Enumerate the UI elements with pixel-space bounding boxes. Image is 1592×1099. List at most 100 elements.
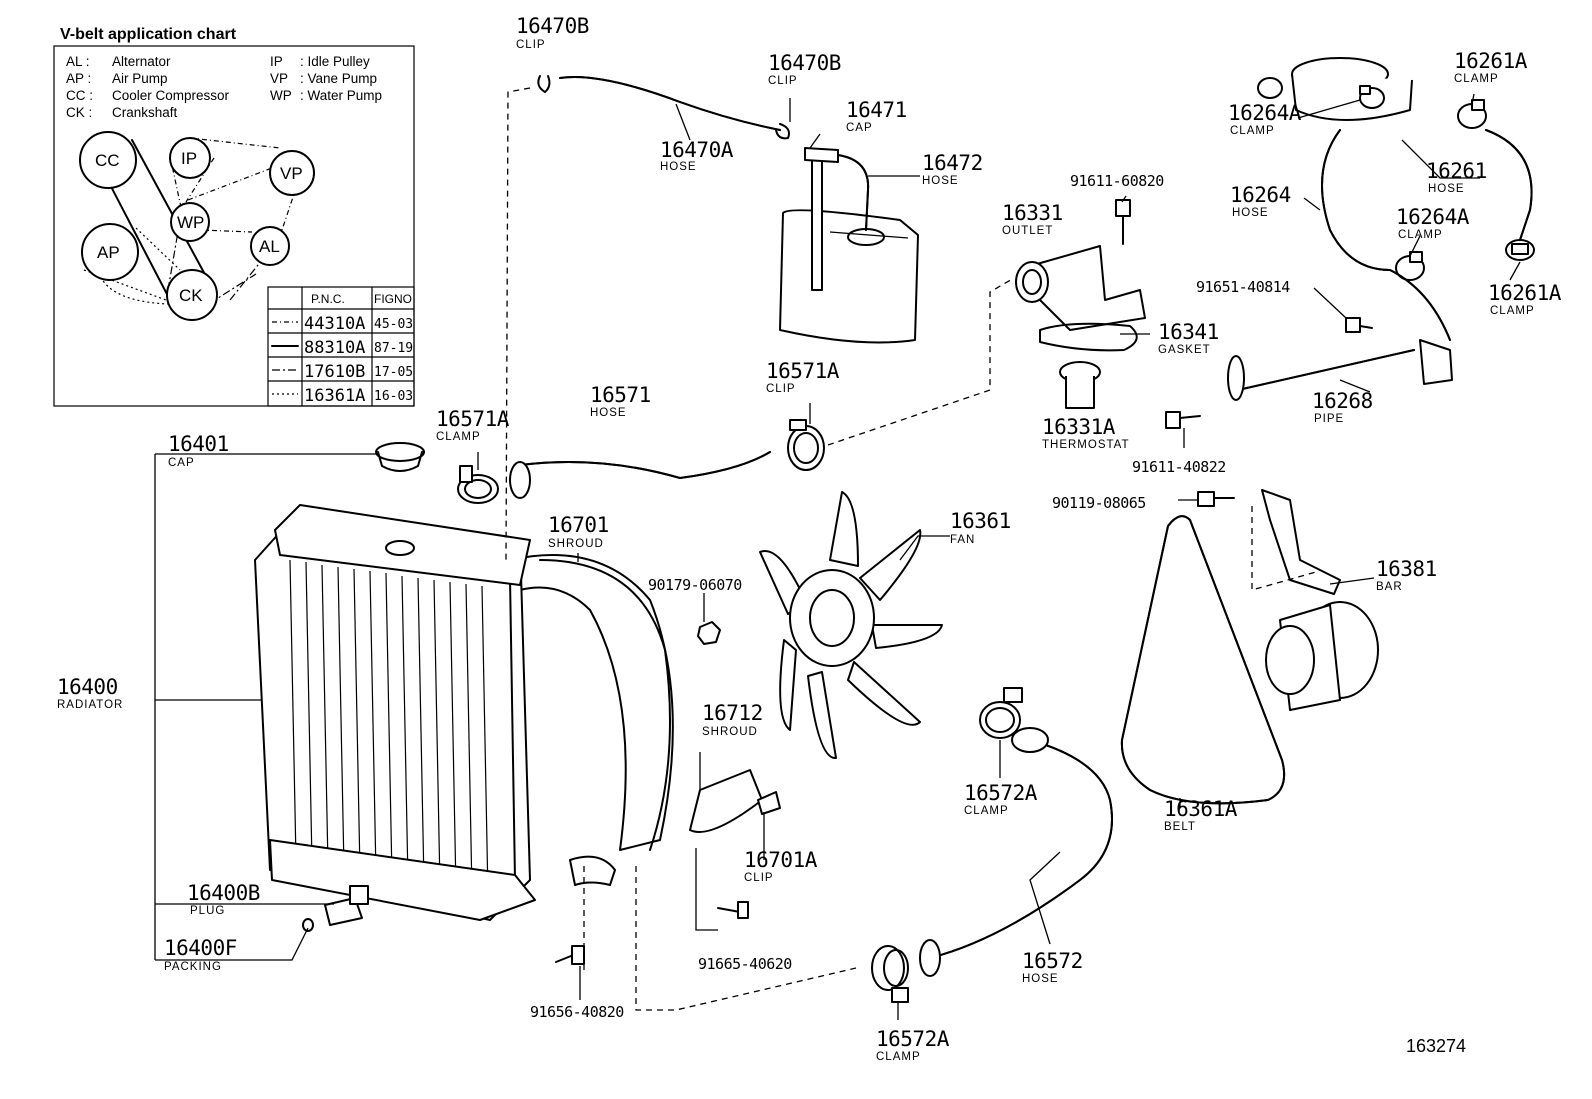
part-number: 16701A — [744, 848, 818, 872]
table-cell: 45-03 — [374, 317, 413, 332]
hose-clamp-16572a-top — [979, 687, 1023, 739]
part-name: PACKING — [164, 961, 222, 973]
filler-neck — [385, 540, 415, 556]
part-number: 91656-40820 — [530, 1003, 624, 1021]
abbr-name: Alternator — [112, 54, 171, 69]
part-number: 16572A — [964, 781, 1038, 805]
abbr-code: VP — [270, 71, 288, 86]
abbr-code: CK : — [66, 105, 92, 120]
part-name: CLIP — [768, 75, 798, 87]
reference-table: P.N.C. FIGNO 44310A 45-03 88310A 87-19 1… — [267, 286, 415, 407]
shroud-clip — [757, 791, 781, 815]
nut-icon — [697, 621, 721, 645]
part-number: 16264 — [1230, 183, 1291, 207]
hose-clamp-16571a — [457, 465, 499, 504]
bolt-icon — [555, 945, 585, 965]
part-number: 16572 — [1022, 949, 1083, 973]
table-header: FIGNO — [374, 292, 412, 306]
air-valve — [1257, 57, 1413, 121]
part-name: CLIP — [744, 872, 774, 884]
abbreviation-list: AL : Alternator AP : Air Pump CC : Coole… — [66, 54, 382, 120]
table-cell: 17-05 — [374, 365, 413, 380]
part-name: CAP — [846, 122, 873, 134]
part-number: 16264A — [1228, 101, 1302, 125]
leader-lines — [154, 93, 1521, 1020]
shroud-shape — [509, 554, 674, 851]
part-number: 16401 — [168, 432, 229, 456]
shroud-lower — [689, 769, 763, 833]
hose-clamp — [1359, 85, 1385, 109]
abbr-code: WP — [270, 88, 292, 103]
abbr-code: AL : — [66, 54, 90, 69]
abbr-name: Air Pump — [112, 71, 168, 86]
part-name: GASKET — [1158, 344, 1211, 356]
part-name: CLAMP — [876, 1051, 921, 1063]
part-name: CAP — [168, 457, 195, 469]
part-name: PIPE — [1314, 413, 1344, 425]
upper-radiator-hose — [509, 451, 771, 499]
part-name: BELT — [1164, 821, 1196, 833]
part-number: 16361A — [1164, 797, 1238, 821]
part-number: 90119-08065 — [1052, 494, 1146, 512]
radiator-drawing — [254, 504, 674, 921]
figure-number: 163274 — [1406, 1036, 1466, 1056]
part-number: 16470B — [516, 14, 589, 38]
abbr-name: : Idle Pulley — [300, 54, 370, 69]
part-number: 16361 — [950, 509, 1011, 533]
part-number: 90179-06070 — [648, 576, 742, 594]
part-name: BAR — [1376, 581, 1403, 593]
part-name: RADIATOR — [57, 699, 123, 711]
alternator — [1265, 601, 1379, 711]
bolt-icon — [1115, 199, 1131, 245]
pulley-ck — [166, 269, 218, 321]
hose-clamp — [1505, 239, 1535, 261]
air-pipe — [1227, 339, 1453, 401]
hose-clamp — [1395, 251, 1425, 281]
part-number: 16331 — [1002, 201, 1063, 225]
part-number: 91651-40814 — [1196, 278, 1290, 296]
hose-clamp-16571a-right — [787, 419, 825, 471]
part-number: 16264A — [1396, 205, 1470, 229]
adjusting-bar — [1261, 489, 1341, 595]
part-number: 16261 — [1426, 159, 1487, 183]
hose-clamp — [1457, 99, 1487, 129]
part-name: HOSE — [590, 407, 627, 419]
part-number: 16572A — [876, 1027, 950, 1051]
part-number: 16712 — [702, 701, 763, 725]
cooling-fan — [759, 491, 943, 759]
part-number: 16331A — [1042, 415, 1116, 439]
table-cell: 17610B — [304, 362, 365, 382]
gasket — [1039, 322, 1138, 352]
part-number: 16701 — [548, 513, 609, 537]
part-name: CLAMP — [1454, 73, 1499, 85]
pulley-diagram: CC IP VP WP AP AL CK — [79, 131, 315, 321]
part-number: 16261A — [1454, 49, 1528, 73]
abbr-name: : Water Pump — [300, 88, 382, 103]
part-number: 16400 — [57, 675, 118, 699]
abbr-name: Crankshaft — [112, 105, 178, 120]
part-number: 16471 — [846, 98, 907, 122]
table-cell: 44310A — [304, 314, 365, 334]
pulley-ip — [169, 137, 211, 179]
part-name: CLAMP — [1230, 125, 1275, 137]
pulley-label: AL — [259, 237, 280, 256]
table-cell: 87-19 — [374, 341, 413, 356]
pulley-label: CC — [95, 151, 120, 170]
table-header: P.N.C. — [311, 292, 345, 306]
part-name: CLIP — [766, 383, 796, 395]
part-number: 16571A — [436, 407, 510, 431]
thermostat — [1059, 361, 1101, 409]
part-number: 16472 — [922, 151, 983, 175]
radiator-fins — [289, 559, 489, 897]
hose-clip — [537, 75, 551, 93]
bolt-icon — [1197, 491, 1235, 507]
abbr-code: AP : — [66, 71, 91, 86]
part-name: CLAMP — [1398, 229, 1443, 241]
part-number: 16400B — [187, 881, 260, 905]
part-name: CLIP — [516, 39, 546, 51]
part-name: SHROUD — [702, 726, 758, 738]
pulley-vp — [269, 150, 315, 196]
water-outlet — [1015, 245, 1146, 331]
pulley-wp — [170, 202, 210, 242]
hose-clamp-16572a-bottom — [871, 945, 909, 1003]
